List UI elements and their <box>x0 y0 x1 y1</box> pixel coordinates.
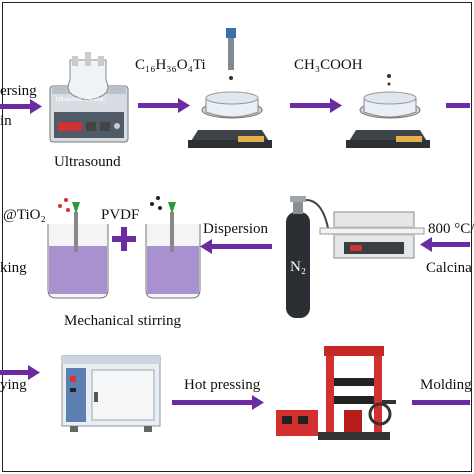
arrow-2 <box>138 98 190 113</box>
arrow-7 <box>0 365 40 380</box>
calcination-label: Calcina <box>426 260 472 276</box>
beaker-1-icon <box>47 198 109 299</box>
drying-label: ying <box>0 377 27 393</box>
nitrogen-cylinder-icon <box>286 196 329 318</box>
plus-icon <box>112 227 136 251</box>
cleaner-brand-label: Ultrasonic Cleaner <box>56 97 106 103</box>
ultrasound-label: Ultrasound <box>54 154 121 170</box>
arrow-9 <box>412 400 470 405</box>
mechanical-stirring-label: Mechanical stirring <box>64 313 182 329</box>
dispersing-label: ersing <box>0 83 37 99</box>
temperature-label: 800 °C/ <box>428 221 474 237</box>
arrow-5 <box>200 239 272 254</box>
ti-precursor-label: C₁₆H₃₆O₄Ti <box>135 57 206 73</box>
pvdf-label: PVDF <box>101 207 140 223</box>
tio2-label: @TiO₂ <box>3 207 46 223</box>
arrow-4 <box>446 103 470 108</box>
arrow-1 <box>0 99 42 114</box>
dispersing-sub-label: in <box>0 113 12 129</box>
ultrasonic-cleaner-icon <box>49 52 129 143</box>
drying-oven-icon <box>61 355 161 432</box>
beaker-2-icon <box>145 196 201 299</box>
acetic-acid-label: CH₃COOH <box>294 57 363 73</box>
molding-label: Molding <box>420 377 472 393</box>
arrow-6 <box>420 237 470 252</box>
hot-pressing-label: Hot pressing <box>184 377 261 393</box>
mixing-label: king <box>0 260 27 276</box>
arrow-8 <box>172 395 264 410</box>
n2-label: N₂ <box>290 259 307 275</box>
stirring-balance-2-icon <box>346 74 430 148</box>
stirring-balance-1-icon <box>188 28 272 148</box>
dispersion-label: Dispersion <box>203 221 268 237</box>
tube-furnace-icon <box>319 211 425 259</box>
hot-press-icon <box>276 346 396 440</box>
arrow-3 <box>290 98 342 113</box>
